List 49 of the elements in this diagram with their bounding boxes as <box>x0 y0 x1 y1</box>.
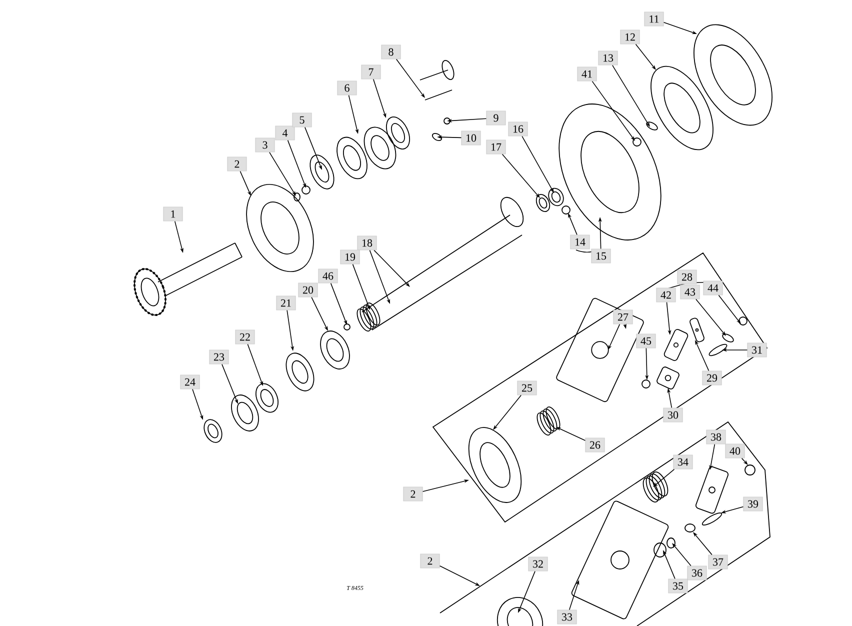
callout-number: 1 <box>163 206 183 222</box>
callout-number: 2 <box>420 554 440 568</box>
callout-number: 31 <box>747 342 767 358</box>
callout-number: 22 <box>235 330 255 344</box>
callout-number: 2 <box>403 486 423 502</box>
callout-number: 7 <box>361 64 381 80</box>
callout-number: 24 <box>180 374 200 390</box>
callout-number: 32 <box>528 556 548 572</box>
callout-number: 35 <box>668 578 688 594</box>
callout-number: 9 <box>486 110 506 126</box>
callout-number: 11 <box>644 12 664 26</box>
callout-number: 39 <box>743 496 763 512</box>
callout-number: 33 <box>557 610 577 624</box>
callout-number: 36 <box>687 566 707 580</box>
callout-number: 43 <box>680 284 700 300</box>
callout-number: 10 <box>461 130 481 146</box>
leader-line <box>374 250 410 287</box>
callout-number: 21 <box>276 296 296 310</box>
callout-number: 14 <box>570 234 590 250</box>
callout-number: 41 <box>577 66 597 82</box>
callout-number: 18 <box>357 236 377 250</box>
callout-number: 28 <box>677 270 697 284</box>
callout-number: 15 <box>591 248 611 264</box>
callout-number: 2 <box>227 156 247 172</box>
callout-number: 40 <box>725 444 745 458</box>
callout-number: 4 <box>275 126 295 140</box>
callout-number: 26 <box>585 438 605 452</box>
callout-number: 6 <box>337 80 357 96</box>
callout-number: 16 <box>508 122 528 136</box>
callout-number: 37 <box>708 554 728 570</box>
callout-number: 3 <box>255 138 275 152</box>
callout-number: 25 <box>517 380 537 396</box>
callout-number: 38 <box>706 430 726 444</box>
callout-number: 42 <box>656 288 676 302</box>
callout-number: 30 <box>663 408 683 422</box>
callout-number: 13 <box>598 50 618 66</box>
callout-number: 45 <box>636 334 656 348</box>
callout-number: 23 <box>209 350 229 364</box>
callout-number: 46 <box>318 268 338 284</box>
callout-number: 20 <box>298 282 318 298</box>
callout-number: 5 <box>292 112 312 128</box>
callout-number: 34 <box>673 454 693 470</box>
callout-number: 17 <box>486 140 506 154</box>
callout-number: 27 <box>613 310 633 324</box>
callout-number: 44 <box>703 280 723 296</box>
callout-number: 8 <box>381 44 401 60</box>
callout-number: 12 <box>620 30 640 44</box>
callout-number: 29 <box>702 370 722 386</box>
callout-number: 19 <box>340 250 360 264</box>
